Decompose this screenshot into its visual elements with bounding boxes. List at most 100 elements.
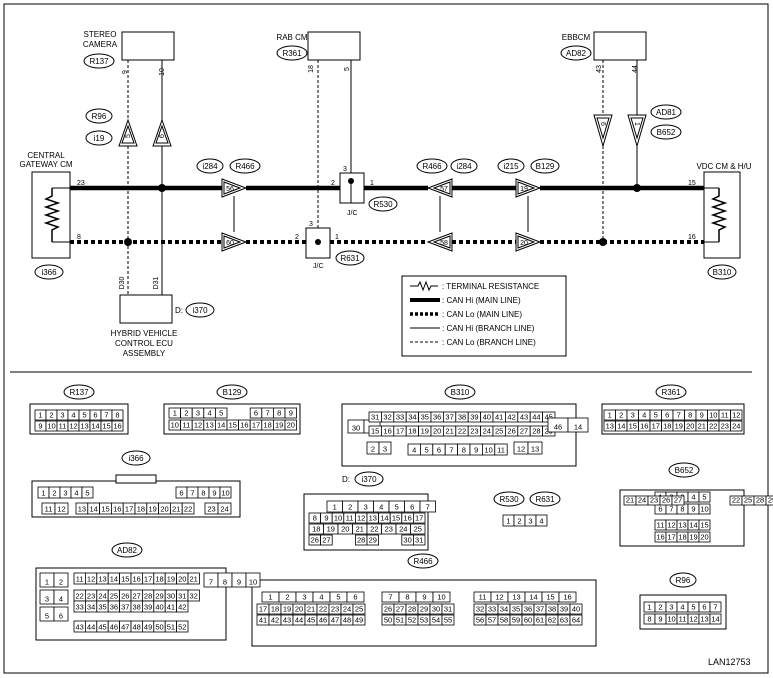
i215-conn-2: B129 <box>536 162 555 171</box>
ad81-pin-1: 6 <box>599 122 606 126</box>
r466-pin-number: 47 <box>331 616 339 625</box>
b652-pin-number: 8 <box>680 505 684 514</box>
r137-pin-number: 6 <box>93 411 97 420</box>
r361-pin-number: 24 <box>732 422 740 431</box>
b129-pin-number: 4 <box>208 409 212 418</box>
b310-pin-number: 43 <box>520 413 528 422</box>
ad82-pin-number: 41 <box>167 603 175 612</box>
b310-pin-number: 45 <box>545 413 553 422</box>
ebbcm-pin-hi: 44 <box>632 65 639 73</box>
ad82-pin-number: 48 <box>133 623 141 632</box>
r96-pin-cell <box>709 601 722 613</box>
ad82-pin-number: 19 <box>167 575 175 584</box>
b310-pin-number: 2 <box>371 445 375 454</box>
r466-pin-number: 50 <box>384 616 392 625</box>
r466-pin-lo: 58 <box>440 240 448 247</box>
r466-pin-number: 22 <box>319 605 327 614</box>
ad82-pin-number: 37 <box>121 603 129 612</box>
b652-pin-number: 28 <box>756 496 764 505</box>
r361-pin-number: 20 <box>686 422 694 431</box>
b129-pin-number: 20 <box>287 421 295 430</box>
branch-lines <box>127 60 638 295</box>
r530-pin-number: 1 <box>506 517 510 526</box>
b310-pin-number: 16 <box>383 427 391 436</box>
r466-pin-number: 57 <box>488 616 496 625</box>
r466-pin-cell <box>352 614 366 626</box>
b652-pin-number: 10 <box>700 505 708 514</box>
b652-pin-cell <box>671 495 685 506</box>
i366-pin-number: 6 <box>179 489 183 498</box>
i370-pin-number: 29 <box>369 536 377 545</box>
r137-pin-cell <box>111 409 124 421</box>
r466-pin-number: 39 <box>560 605 568 614</box>
inline-r96: R96 i19 5 6 <box>85 108 172 147</box>
b310-pin-number: 31 <box>371 413 379 422</box>
b310-pin-cell <box>494 443 508 456</box>
r466-pin-number: 36 <box>524 605 532 614</box>
r466-pin-cell <box>569 603 583 615</box>
i366-pin-number: 5 <box>85 489 89 498</box>
r96-conn-2: i19 <box>94 134 105 143</box>
b310-pin-number: 18 <box>408 427 416 436</box>
rab-cm-pin-hi: 5 <box>344 67 351 71</box>
r137-pin-number: 11 <box>59 422 67 431</box>
b652-pin-number: 17 <box>667 533 675 542</box>
r466-pin-number: 53 <box>420 616 428 625</box>
legend-text-can-hi-branch: : CAN Hi (BRANCH LINE) <box>442 324 535 333</box>
hybrid-conn-prefix: D: <box>175 306 183 315</box>
r137-pin-number: 2 <box>49 411 53 420</box>
b652-pin-cell <box>698 503 711 515</box>
i370-pin-number: 23 <box>385 525 393 534</box>
b652-pin-number: 24 <box>638 496 646 505</box>
r466-pin-number: 59 <box>512 616 520 625</box>
ad82-pin-number: 47 <box>121 623 129 632</box>
ad82-pin-number: 20 <box>178 575 186 584</box>
r466-pin-number: 12 <box>495 593 503 602</box>
r466-pin-cell <box>346 591 365 603</box>
hybrid-pin-lo: D30 <box>119 276 126 289</box>
i284-pin-lo: 60 <box>226 240 234 247</box>
i370-pin-number: 24 <box>399 525 407 534</box>
ad82-pin-number: 49 <box>144 623 152 632</box>
hybrid-label-2: CONTROL ECU <box>115 339 173 348</box>
i366-pin-number: 10 <box>221 489 229 498</box>
r96-pin-1: 5 <box>125 134 132 138</box>
b652-pin-number: 5 <box>702 493 706 502</box>
i370-pin-cell <box>320 534 333 546</box>
b652-pin-number: 21 <box>626 496 634 505</box>
ad82-pin-number: 38 <box>133 603 141 612</box>
i370-pin-number: 12 <box>357 514 365 523</box>
jc-hi-pin-left: 2 <box>331 180 335 187</box>
hybrid-ecu-box <box>119 294 173 324</box>
ad82-pin-cell <box>53 572 69 588</box>
stereo-camera-conn-oval <box>83 53 115 69</box>
i370-pin-number: 5 <box>395 503 399 512</box>
ad82-pin-number: 1 <box>45 578 49 587</box>
r466-pin-number: 18 <box>271 605 279 614</box>
ad82-pin-number: 39 <box>144 603 152 612</box>
ad82-pin-cell <box>176 600 189 613</box>
ad81-conn-1: AD81 <box>656 108 677 117</box>
b652-pin-number: 26 <box>662 496 670 505</box>
b652-pin-number: 29 <box>768 496 773 505</box>
b652-pin-number: 19 <box>689 533 697 542</box>
b310-pin-number: 23 <box>470 427 478 436</box>
b310-pin-number: 7 <box>449 446 453 455</box>
b310-pin-number: 34 <box>408 413 416 422</box>
ad82-pin-cell <box>245 572 261 588</box>
b129-pin-cell <box>284 419 298 431</box>
i370-pin-number: 4 <box>379 503 383 512</box>
r361-pin-number: 15 <box>629 422 637 431</box>
i366-pin-number: 20 <box>160 505 168 514</box>
i370-pin-number: 28 <box>357 536 365 545</box>
r137-pin-number: 16 <box>113 422 121 431</box>
b129-pin-number: 11 <box>183 421 191 430</box>
i370-pin-number: 19 <box>327 525 335 534</box>
b652-pin-cell <box>698 531 711 543</box>
i366-pin-number: 1 <box>41 489 45 498</box>
i370-pin-number: 11 <box>346 514 354 523</box>
jc-hi-conn: R530 <box>373 200 393 209</box>
i366-pin-number: 11 <box>45 505 53 514</box>
b652-pin-number: 6 <box>658 505 662 514</box>
jc-hi-pin-top: 3 <box>343 166 347 173</box>
